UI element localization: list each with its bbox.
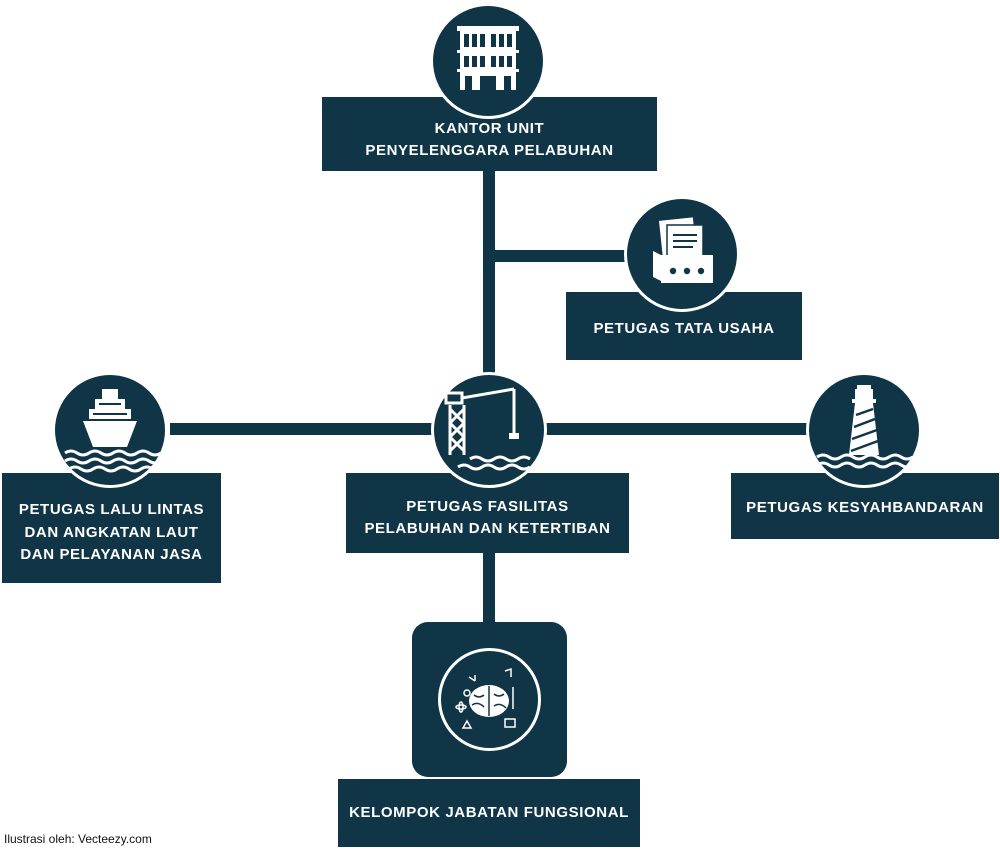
lalu-lintas-line2: DAN ANGKATAN LAUT — [24, 523, 199, 541]
file-drawer-icon — [624, 196, 740, 312]
fasilitas-line1: PETUGAS FASILITAS — [406, 497, 569, 515]
illustration-credit: Ilustrasi oleh: Vecteezy.com — [4, 832, 152, 846]
crane-icon — [431, 372, 547, 488]
lighthouse-icon — [806, 372, 922, 488]
lalu-lintas-line1: PETUGAS LALU LINTAS — [18, 501, 205, 519]
fungsional-box: KELOMPOK JABATAN FUNGSIONAL — [338, 779, 640, 847]
kantor-unit-box: KANTOR UNIT PENYELENGGARA PELABUHAN — [322, 97, 657, 171]
connector-tata-usaha — [489, 250, 629, 262]
brain-icon — [438, 648, 541, 751]
kantor-unit-line2: PENYELENGGARA PELABUHAN — [365, 142, 614, 159]
fasilitas-line2: PELABUHAN DAN KETERTIBAN — [364, 520, 611, 537]
lalu-lintas-box: PETUGAS LALU LINTAS DAN ANGKATAN LAUT DA… — [2, 473, 221, 583]
building-icon — [430, 3, 546, 119]
ship-icon — [52, 372, 168, 488]
lalu-lintas-line3: DAN PELAYANAN JASA — [20, 546, 203, 564]
fungsional-icon-panel — [412, 622, 567, 777]
tata-usaha-label: PETUGAS TATA USAHA — [593, 319, 775, 337]
connector-fasilitas-fungsional — [483, 550, 495, 625]
kantor-unit-line1: KANTOR UNIT — [434, 119, 545, 137]
fasilitas-box: PETUGAS FASILITAS PELABUHAN DAN KETERTIB… — [346, 473, 629, 553]
connector-kantor-fasilitas — [483, 168, 495, 388]
kesyahbandaran-label: PETUGAS KESYAHBANDARAN — [746, 498, 984, 516]
fungsional-label: KELOMPOK JABATAN FUNGSIONAL — [349, 803, 629, 821]
